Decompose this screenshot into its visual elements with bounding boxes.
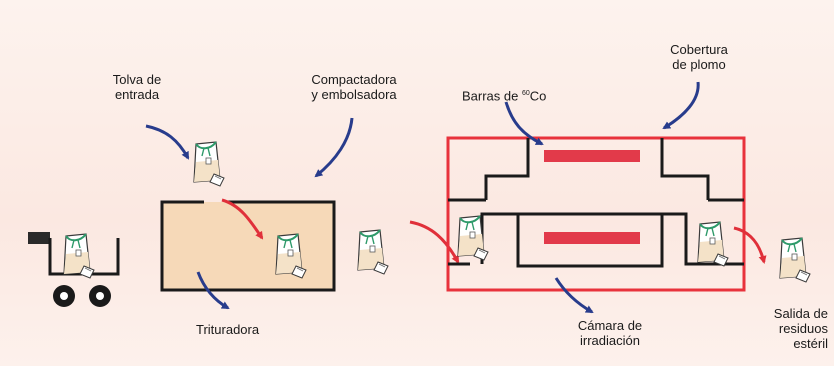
- waste-bag-icon: [193, 141, 225, 187]
- label-tolva-entrada: Tolva de entrada: [112, 72, 162, 102]
- curved-arrow-icon: [504, 101, 544, 146]
- irradiation-chamber: [446, 136, 746, 292]
- cobalt-bar-top: [544, 150, 640, 162]
- lead-cover-outline: [446, 136, 746, 292]
- cobalt-bar-bottom: [544, 232, 640, 244]
- waste-bag-icon: [357, 229, 389, 275]
- curved-arrow-icon: [314, 117, 354, 178]
- label-cobertura-plomo: Cobertura de plomo: [670, 42, 728, 72]
- curved-arrow-icon: [409, 220, 460, 264]
- label-barras-isotope: 60: [521, 90, 530, 97]
- label-trituradora: Trituradora: [196, 322, 260, 337]
- waste-bag-icon: [779, 237, 811, 283]
- cart-icon: [28, 232, 120, 307]
- compactor-box: [160, 200, 336, 292]
- label-camara-irradiacion: Cámara de irradiación: [577, 318, 643, 348]
- curved-arrow-icon: [196, 271, 230, 310]
- label-compactadora: Compactadora y embolsadora: [311, 72, 397, 102]
- label-barras-cobalto: Barras de 60Co: [462, 86, 592, 103]
- curved-arrow-icon: [554, 277, 594, 314]
- waste-bag-icon: [63, 233, 95, 279]
- label-barras-element: Co: [529, 88, 547, 104]
- waste-bag-icon: [697, 221, 729, 267]
- label-salida-residuos: Salida de residuos estéril: [773, 306, 828, 351]
- curved-arrow-icon: [145, 124, 190, 160]
- curved-arrow-icon: [221, 198, 264, 240]
- label-barras-text: Barras de: [462, 88, 522, 104]
- curved-arrow-icon: [662, 81, 700, 130]
- curved-arrow-icon: [733, 226, 767, 264]
